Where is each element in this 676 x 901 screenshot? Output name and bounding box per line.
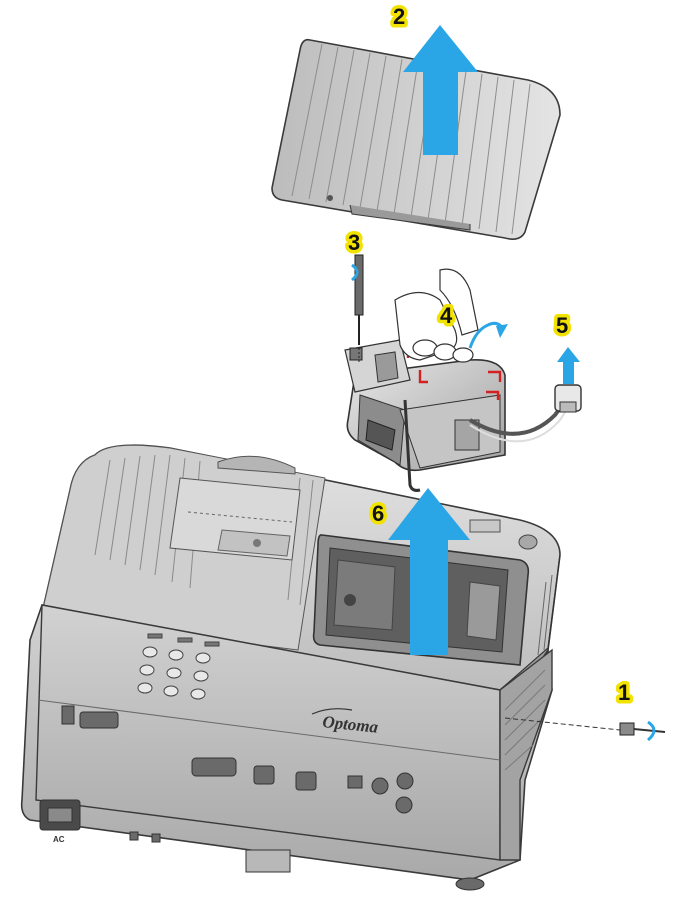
lamp-module: [344, 339, 573, 492]
up-arrow-icon: [557, 347, 580, 384]
rear-ports: [39, 705, 414, 873]
ac-marking: AC: [53, 835, 65, 844]
rotate-arrow-icon: [351, 263, 359, 282]
up-arrow-icon: [403, 25, 478, 155]
control-keypad: [137, 633, 220, 700]
step-number-3: 3: [348, 230, 360, 255]
step-number-4: 4: [440, 303, 453, 328]
step-number-6: 6: [372, 501, 384, 526]
hand-icon: [394, 268, 479, 363]
rotate-arrow-icon: [646, 720, 656, 742]
step-number-2: 2: [393, 4, 405, 29]
screw-icon: [504, 717, 666, 736]
projector-body: Optoma AC: [20, 444, 561, 891]
step-number-1: 1: [618, 680, 630, 705]
screwdriver-icon: [354, 254, 364, 362]
step-number-5: 5: [556, 313, 568, 338]
connector-plug-icon: [554, 384, 582, 413]
up-arrow-icon: [388, 488, 470, 655]
